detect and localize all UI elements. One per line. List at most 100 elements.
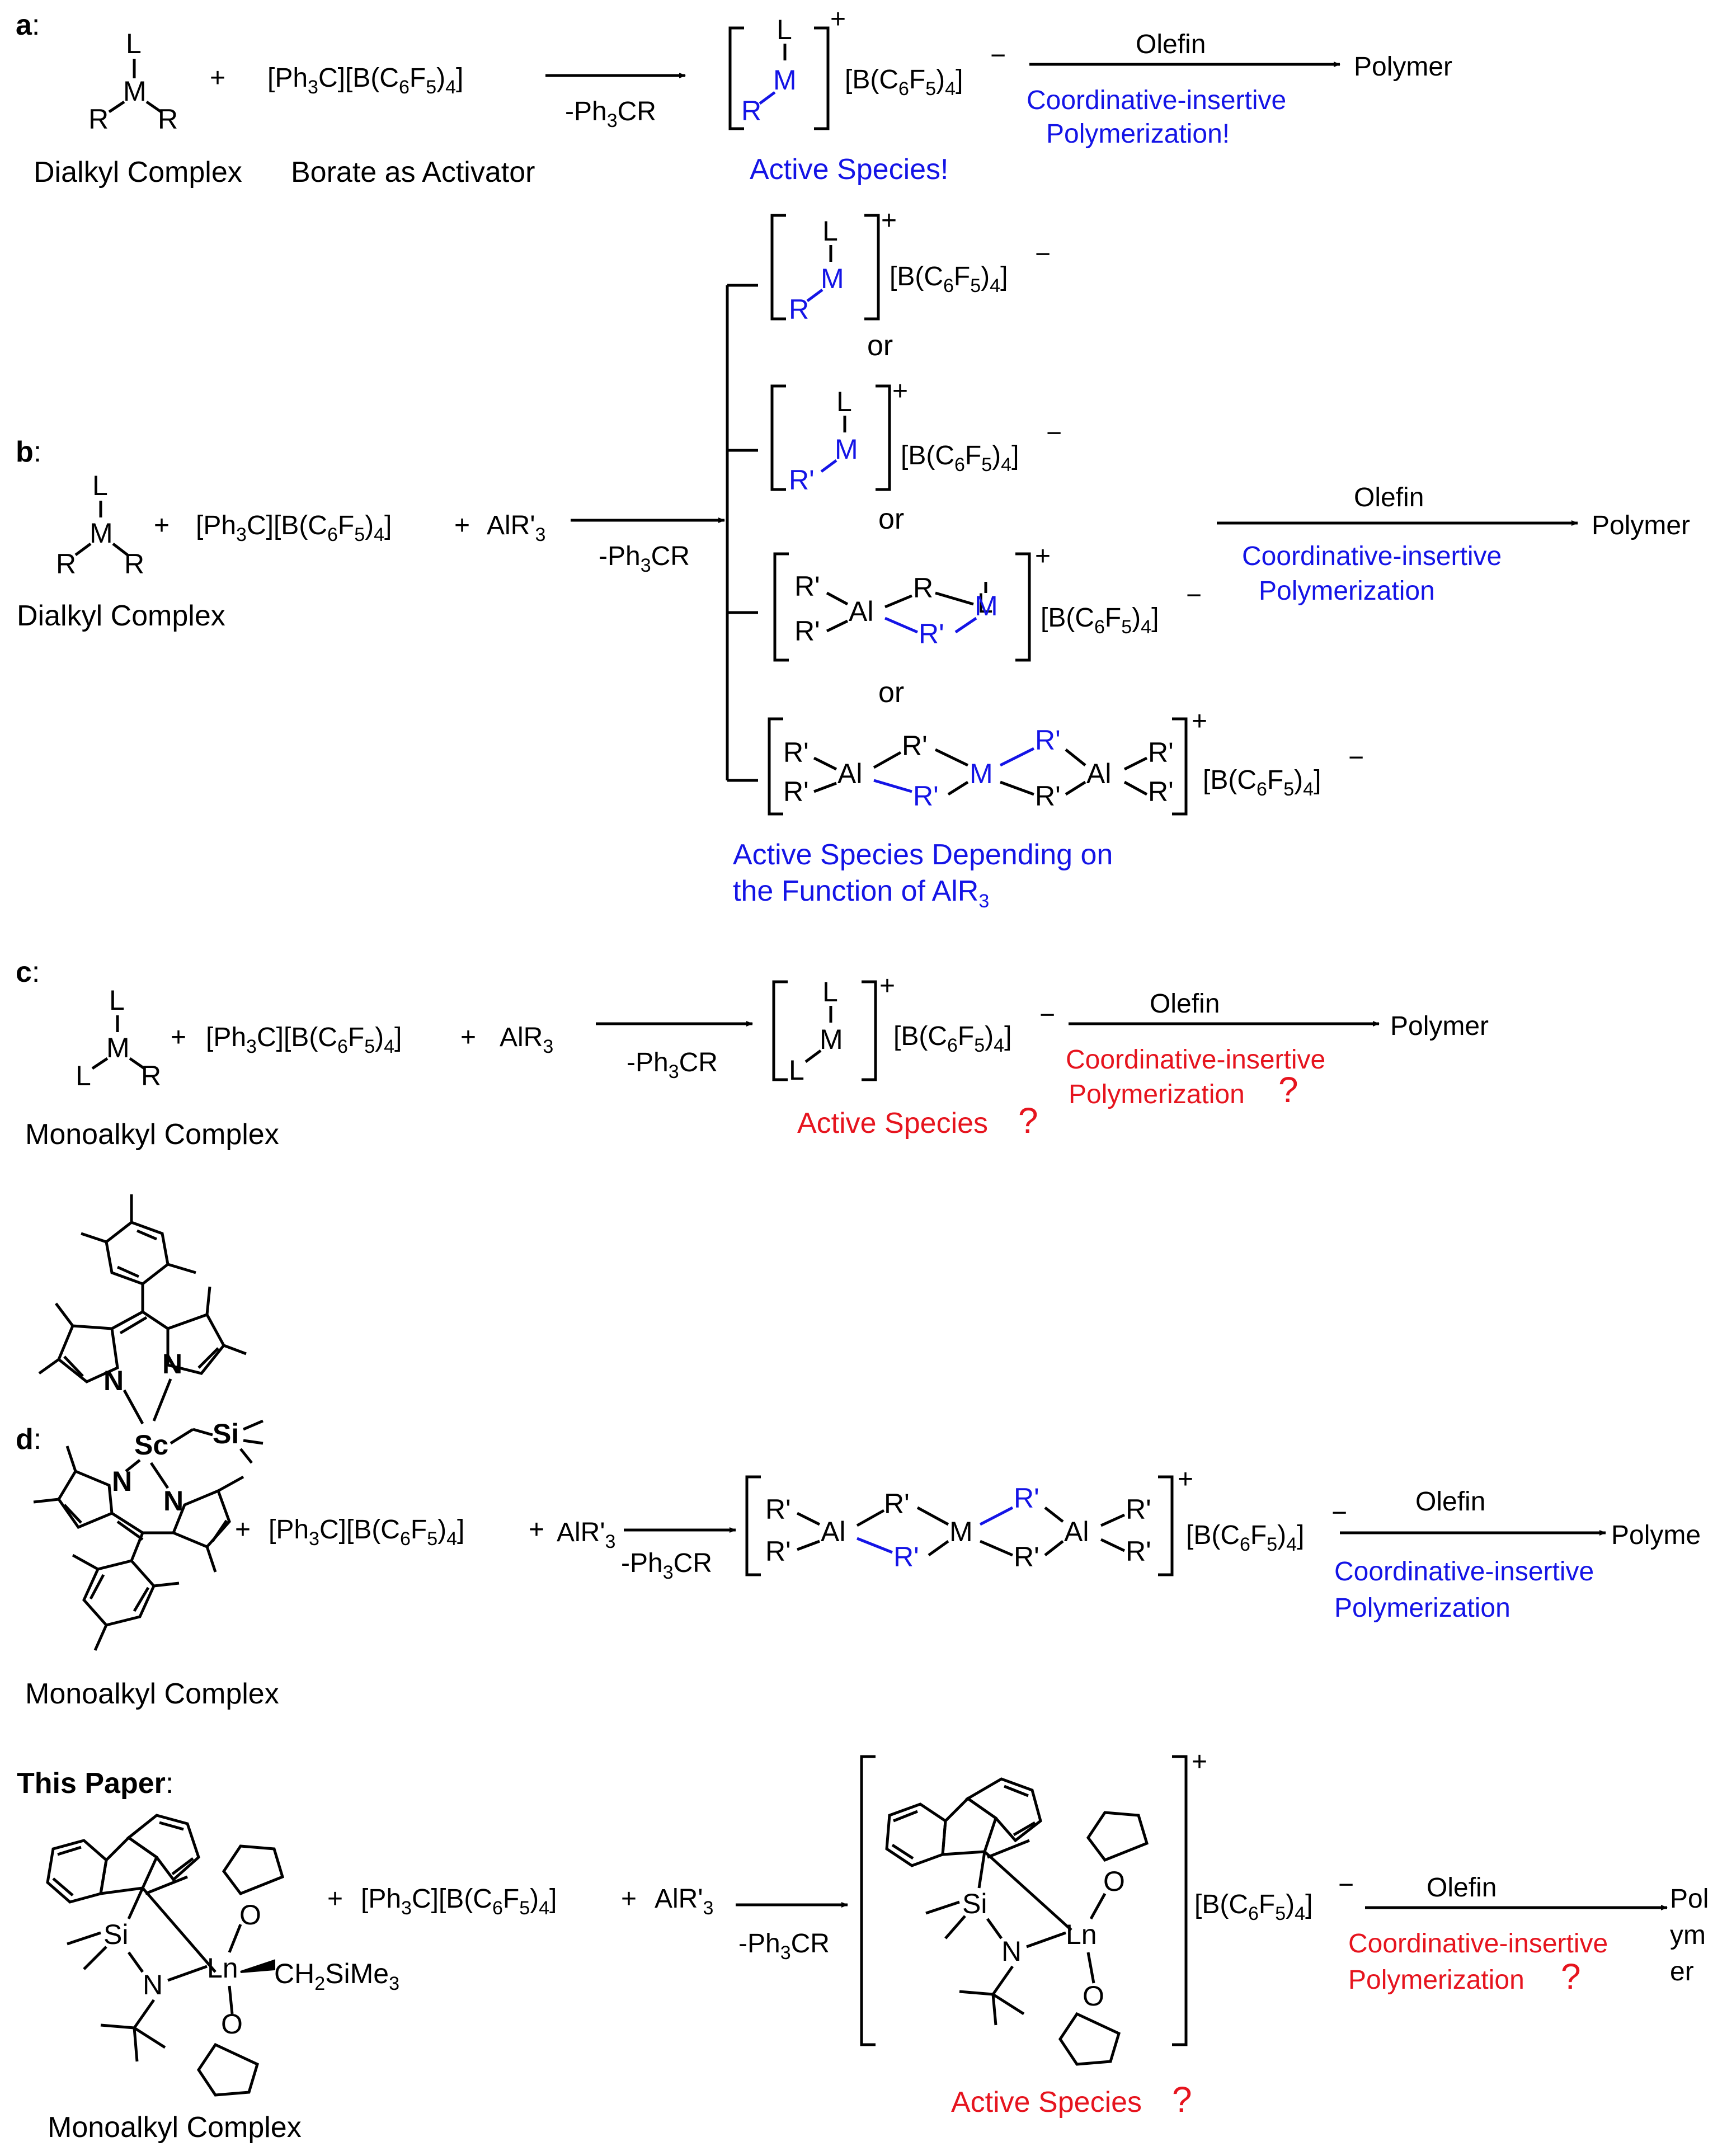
byproduct-label: -Ph3CR (565, 97, 656, 131)
plus-sign: + (529, 1515, 544, 1545)
byproduct-label: -Ph3CR (621, 1548, 712, 1583)
atom-l: L (836, 386, 852, 417)
active-species-d: R' R' Al R' R' M R' R' Al R' R' + [B(C6F… (745, 1465, 1347, 1576)
mechanism-label: Coordinative-insertive (1027, 86, 1286, 115)
atom-r-prime: R' (1014, 1482, 1039, 1514)
atom-m: M (106, 1032, 130, 1063)
atom-n: N (162, 1348, 182, 1380)
atom-si: Si (213, 1418, 239, 1449)
cationic-species-a: L M R + [B(C6F5)4] − (728, 4, 1006, 130)
anion-charge: − (1035, 239, 1051, 269)
trityl-borate-d: [Ph3C][B(C6F5)4] (269, 1515, 464, 1550)
trityl-borate-c: [Ph3C][B(C6F5)4] (206, 1023, 402, 1057)
atom-n: N (1001, 1936, 1022, 1967)
atom-l: L (126, 28, 142, 59)
byproduct-label: -Ph3CR (599, 542, 690, 576)
plus-sign: + (154, 511, 170, 540)
anion-charge: − (1348, 743, 1364, 773)
atom-r-prime: R' (1126, 1536, 1151, 1567)
panel-c: c: L M L R + [Ph3C][B(C6F5)4] + AlR3 -Ph… (16, 956, 1489, 1151)
question-mark: ? (1278, 1070, 1298, 1110)
cationic-species-c: L M L + [B(C6F5)4] − (772, 971, 1055, 1086)
aluminum-reagent-b: AlR'3 (487, 511, 545, 545)
olefin-label: Olefin (1427, 1873, 1497, 1903)
borate-anion: [B(C6F5)4] (1186, 1521, 1304, 1555)
question-mark: ? (1018, 1100, 1038, 1141)
atom-m: M (949, 1516, 973, 1547)
panel-a: a: L M R R + [Ph3C][B(C6F5)4] -Ph3CR L M… (16, 4, 1452, 189)
atom-m: M (773, 64, 797, 96)
atom-al: Al (821, 1516, 845, 1547)
atom-r: R (141, 1060, 161, 1091)
panel-b-label: b: (16, 436, 41, 468)
borate-anion: [B(C6F5)4] (1041, 603, 1159, 638)
anion-charge: − (1186, 581, 1202, 610)
atom-n: N (103, 1365, 124, 1396)
mechanism-label: Coordinative-insertive (1066, 1045, 1325, 1075)
anion-charge: − (1046, 418, 1062, 448)
or-label: or (878, 676, 904, 709)
trityl-borate-a: [Ph3C][B(C6F5)4] (267, 63, 463, 98)
atom-r-prime: R' (1148, 776, 1174, 807)
polymer-label: Pol (1670, 1884, 1709, 1914)
atom-l: L (76, 1060, 91, 1091)
atom-sc: Sc (134, 1429, 168, 1461)
dialkyl-caption: Dialkyl Complex (34, 156, 242, 189)
polymer-label: Polyme (1611, 1521, 1701, 1550)
olefin-label: Olefin (1354, 483, 1424, 512)
borate-anion: [B(C6F5)4] (890, 262, 1008, 296)
plus-sign: + (171, 1023, 186, 1052)
atom-al: Al (849, 596, 873, 627)
active-species-caption: Active Species Depending on (733, 839, 1113, 871)
monoalkyl-complex-c: L M L R (76, 985, 161, 1091)
cation-charge: + (1035, 542, 1051, 571)
polymerization-label: Polymerization (1334, 1593, 1510, 1623)
cation-charge: + (1178, 1465, 1193, 1494)
olefin-label: Olefin (1136, 30, 1206, 59)
cation-charge: + (879, 971, 895, 1001)
alkyl-group: CH2SiMe3 (274, 1958, 399, 1994)
atom-m: M (975, 590, 998, 622)
atom-r-prime: R' (1148, 737, 1174, 768)
atom-r-prime: R' (893, 1541, 919, 1573)
atom-r: R (741, 95, 761, 126)
panel-this-paper: This Paper: Si N Ln O (17, 1747, 1709, 2144)
atom-r: R (124, 548, 144, 580)
atom-r-prime: R' (794, 571, 820, 602)
dialkyl-caption: Dialkyl Complex (17, 600, 225, 632)
monoalkyl-caption: Monoalkyl Complex (48, 2111, 302, 2144)
question-mark: ? (1172, 2079, 1192, 2120)
polymer-label: ym (1670, 1920, 1706, 1950)
atom-r-prime: R' (765, 1536, 791, 1567)
active-species-caption: Active Species (797, 1107, 988, 1140)
atom-r-prime: R' (783, 737, 809, 768)
cation-charge: + (892, 376, 908, 406)
panel-d-label: d: (16, 1423, 41, 1456)
polymerization-label: Polymerization! (1046, 119, 1230, 149)
active-species-caption: Active Species (951, 2086, 1142, 2119)
active-species-option-4: R' R' Al R' R' M R' R' Al R' R' + [B(C6F… (768, 707, 1364, 816)
byproduct-label: -Ph3CR (738, 1929, 830, 1964)
active-species-caption: Active Species! (750, 153, 949, 186)
cation-charge: + (1192, 1747, 1207, 1777)
dipyrrin-scandium-complex: N N Sc Si N N (33, 1194, 263, 1651)
or-label: or (867, 329, 893, 362)
dialkyl-complex-a: L M R R (88, 28, 178, 135)
plus-sign: + (621, 1884, 637, 1914)
borate-anion: [B(C6F5)4] (901, 441, 1019, 476)
atom-o: O (221, 2008, 243, 2040)
atom-r: R (913, 572, 933, 604)
atom-o: O (1083, 1980, 1104, 2012)
polymer-label: er (1670, 1957, 1694, 1986)
polymerization-label: Polymerization (1348, 1965, 1524, 1995)
aluminum-reagent-d: AlR'3 (557, 1518, 615, 1552)
borate-anion: [B(C6F5)4] (845, 65, 963, 100)
panel-b: b: L M R R + [Ph3C][B(C6F5)4] + AlR'3 -P… (16, 206, 1690, 912)
atom-n: N (163, 1485, 183, 1517)
atom-l: L (109, 985, 125, 1016)
atom-r-prime: R' (913, 780, 939, 812)
panel-paper-label: This Paper: (17, 1767, 173, 1800)
aluminum-reagent-c: AlR3 (500, 1023, 553, 1057)
mechanism-label: Coordinative-insertive (1348, 1929, 1608, 1959)
